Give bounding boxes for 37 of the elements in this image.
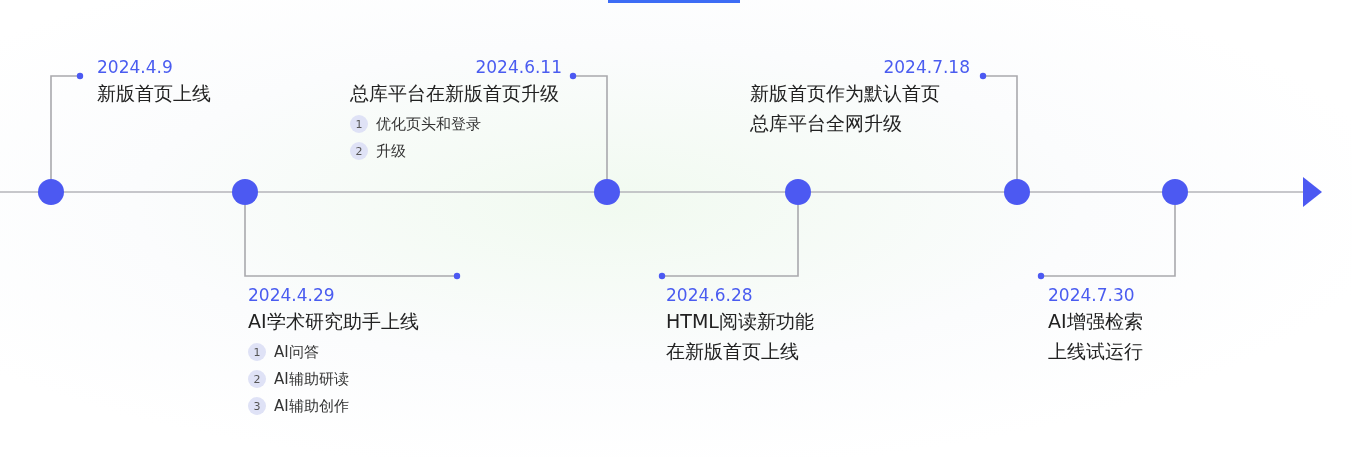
number-badge: 2 <box>248 370 266 388</box>
event-title: 总库平台全网升级 <box>750 111 902 136</box>
number-badge: 1 <box>350 115 368 133</box>
leader-line <box>979 72 1018 180</box>
leader-line <box>658 204 799 280</box>
leader-line <box>1037 204 1176 280</box>
timeline-dot <box>38 179 64 205</box>
leader-line <box>50 72 84 180</box>
event-title: HTML阅读新功能 <box>666 309 814 334</box>
event-title: 新版首页作为默认首页 <box>750 81 940 106</box>
event-date: 2024.6.28 <box>666 284 753 306</box>
event-date: 2024.4.9 <box>97 56 173 78</box>
event-title: AI增强检索 <box>1048 309 1143 334</box>
timeline-dot <box>232 179 258 205</box>
list-item: AI辅助创作 <box>274 396 349 416</box>
number-badge: 1 <box>248 343 266 361</box>
leader-line <box>244 204 461 280</box>
event-title: 在新版首页上线 <box>666 339 799 364</box>
event-title: 上线试运行 <box>1048 339 1143 364</box>
event-title: 总库平台在新版首页升级 <box>350 81 559 106</box>
timeline-dot <box>1004 179 1030 205</box>
list-item: AI辅助研读 <box>274 369 349 389</box>
list-item: 优化页头和登录 <box>376 114 481 134</box>
number-badge: 3 <box>248 397 266 415</box>
timeline-dot <box>594 179 620 205</box>
timeline-dot <box>1162 179 1188 205</box>
event-date: 2024.4.29 <box>248 284 335 306</box>
event-date: 2024.7.18 <box>883 56 970 78</box>
list-item: AI问答 <box>274 342 319 362</box>
number-badge: 2 <box>350 142 368 160</box>
event-date: 2024.6.11 <box>475 56 562 78</box>
event-title: 新版首页上线 <box>97 81 211 106</box>
leader-line <box>569 72 608 180</box>
event-date: 2024.7.30 <box>1048 284 1135 306</box>
timeline-dot <box>785 179 811 205</box>
list-item: 升级 <box>376 141 406 161</box>
event-title: AI学术研究助手上线 <box>248 309 419 334</box>
